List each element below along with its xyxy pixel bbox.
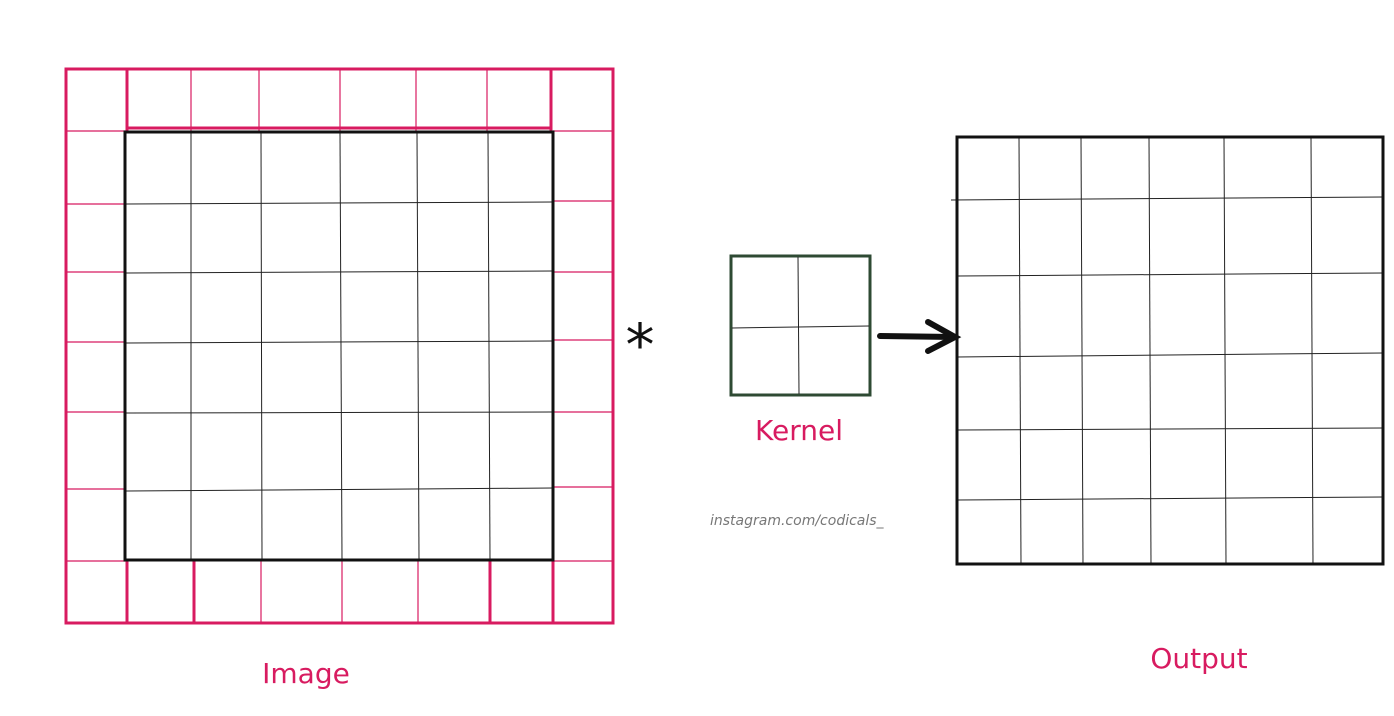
output-label: Output (1150, 642, 1247, 675)
arrow-right-icon (877, 319, 962, 354)
image-cell-lines (125, 132, 554, 561)
output-cell-lines (950, 136, 1384, 565)
padding-thick-strokes (125, 69, 555, 623)
output-grid (950, 135, 1385, 566)
padded-image-grid (64, 67, 615, 625)
image-border (123, 130, 555, 562)
kernel-grid (729, 254, 872, 397)
convolution-operator: * (626, 311, 655, 379)
padding-outer-border (64, 67, 615, 625)
kernel-label: Kernel (755, 414, 843, 447)
padding-cell-lines (66, 69, 613, 623)
kernel-border (729, 254, 872, 397)
watermark: instagram.com/codicals_ (710, 513, 885, 529)
output-border (955, 135, 1385, 566)
image-label: Image (262, 657, 350, 690)
